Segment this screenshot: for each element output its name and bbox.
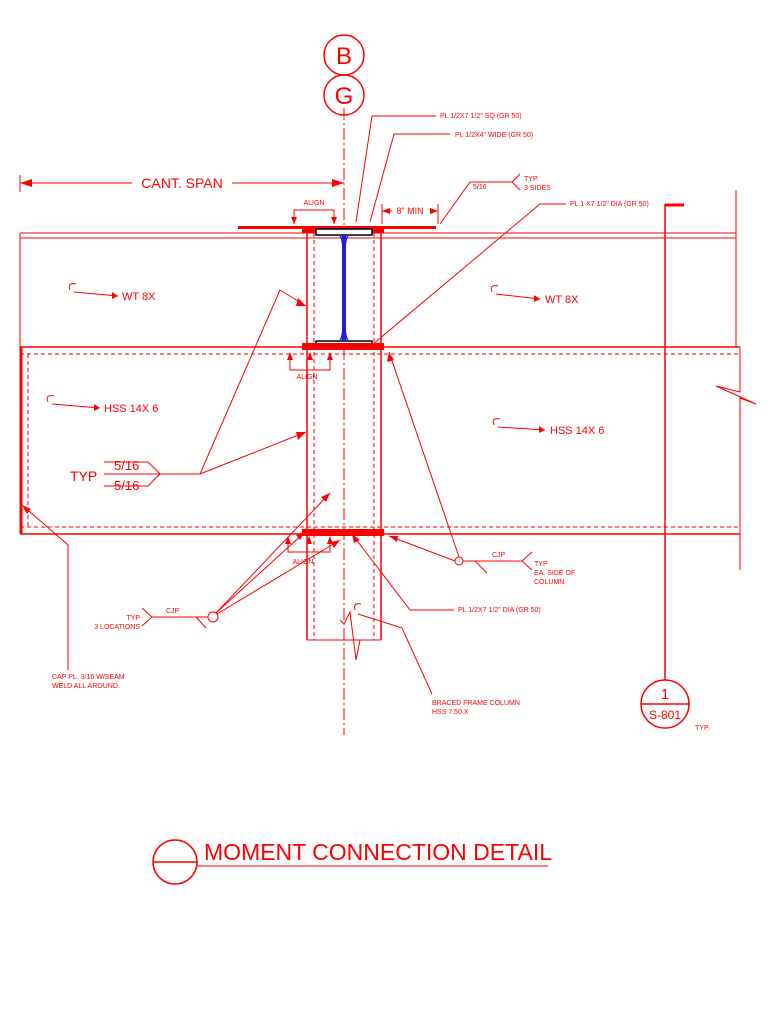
weld-516-label: 5/16: [473, 184, 487, 191]
column-break-symbol: [339, 610, 361, 661]
weld-frac-top: 5/16: [114, 458, 139, 473]
wt-left-callout: WT 8X: [68, 283, 156, 303]
align-bot: ALIGN: [285, 536, 333, 566]
typ-ea-line2: EA. SIDE OF: [534, 570, 575, 577]
section-number: 1: [661, 686, 669, 703]
weld-frac-bot: 5/16: [114, 478, 139, 493]
section-sheet: S-801: [649, 708, 681, 722]
hss-left-label: HSS 14X 6: [104, 403, 158, 415]
pl-dia-bot-callout: PL 1/2X7 1/2" DIA (GR 50): [351, 533, 541, 614]
hss-right-callout: HSS 14X 6: [492, 418, 604, 437]
braced-line2: HSS 7.50 X: [432, 709, 469, 716]
cant-span-label: CANT. SPAN: [141, 175, 222, 191]
pl-dia-top-label: PL 1 X7 1/2" DIA (GR 50): [570, 201, 649, 208]
hss-left-callout: HSS 14X 6: [46, 395, 158, 415]
cjp-right-label: CJP: [492, 552, 506, 559]
align-top-label: ALIGN: [303, 200, 324, 207]
section-reference-line: [664, 203, 684, 680]
section-bubble: 1 S-801 TYP.: [640, 679, 710, 732]
typ-3loc-line2: 3 LOCATIONS: [94, 624, 140, 631]
pl-wide-label: PL 1/2X4" WIDE (GR 50): [455, 132, 533, 139]
braced-column-callout: BRACED FRAME COLUMN HSS 7.50 X: [354, 603, 520, 716]
typ-ea-line1: TYP: [534, 561, 548, 568]
braced-line1: BRACED FRAME COLUMN: [432, 700, 520, 707]
pl-dia-top-callout: PL 1 X7 1/2" DIA (GR 50): [371, 201, 649, 346]
bottom-plate: [302, 529, 384, 536]
typ-weld-label: TYP: [70, 468, 97, 484]
align-top: ALIGN: [291, 200, 337, 224]
detail-title-block: MOMENT CONNECTION DETAIL: [152, 839, 552, 885]
pl-dia-bot-label: PL 1/2X7 1/2" DIA (GR 50): [458, 607, 541, 614]
align-mid-label: ALIGN: [296, 374, 317, 381]
pl-sq-callout: PL 1/2X7 1/2" SQ (GR 50): [355, 113, 522, 223]
grid-bubble-g: G: [323, 74, 365, 116]
cap-pl-line1: CAP PL. 3/16 W/SEAM: [52, 674, 125, 681]
wt-left-label: WT 8X: [122, 291, 156, 303]
typ-3sides-line2: 3 SIDES: [524, 185, 551, 192]
grid-label-b: B: [336, 43, 352, 70]
wt-i-section: [315, 228, 373, 348]
cjp-left-callout: CJP TYP 3 LOCATIONS: [94, 492, 341, 631]
wt-right-callout: WT 8X: [490, 285, 579, 306]
cjp-right-callout: CJP TYP EA. SIDE OF COLUMN: [387, 351, 575, 586]
grid-bubble-b: B: [323, 34, 365, 76]
weld-symbol-3-sides: 5/16 TYP. 3 SIDES: [439, 173, 551, 225]
detail-title: MOMENT CONNECTION DETAIL: [204, 839, 552, 865]
hss-beam: [19, 190, 757, 570]
grid-label-g: G: [335, 83, 354, 110]
pl-wide-callout: PL 1/2X4" WIDE (GR 50): [369, 132, 533, 223]
min-8-label: 8" MIN: [396, 206, 423, 216]
wt-right-label: WT 8X: [545, 294, 579, 306]
pl-sq-label: PL 1/2X7 1/2" SQ (GR 50): [440, 113, 522, 120]
align-mid: ALIGN: [287, 352, 333, 381]
min-8-dimension: 8" MIN: [381, 204, 439, 224]
cap-pl-callout: CAP PL. 3/16 W/SEAM WELD ALL AROUND.: [21, 504, 125, 690]
typ-3sides-line1: TYP.: [524, 176, 539, 183]
typ-3loc-line1: TYP: [126, 615, 140, 622]
cap-pl-line2: WELD ALL AROUND.: [52, 683, 120, 690]
cant-span-dimension: CANT. SPAN: [19, 175, 344, 192]
cjp-left-label: CJP: [166, 608, 180, 615]
section-typ: TYP.: [695, 725, 710, 732]
typ-ea-line3: COLUMN: [534, 579, 564, 586]
weld-symbol-typ: TYP 5/16 5/16: [70, 289, 307, 493]
hss-right-label: HSS 14X 6: [550, 425, 604, 437]
